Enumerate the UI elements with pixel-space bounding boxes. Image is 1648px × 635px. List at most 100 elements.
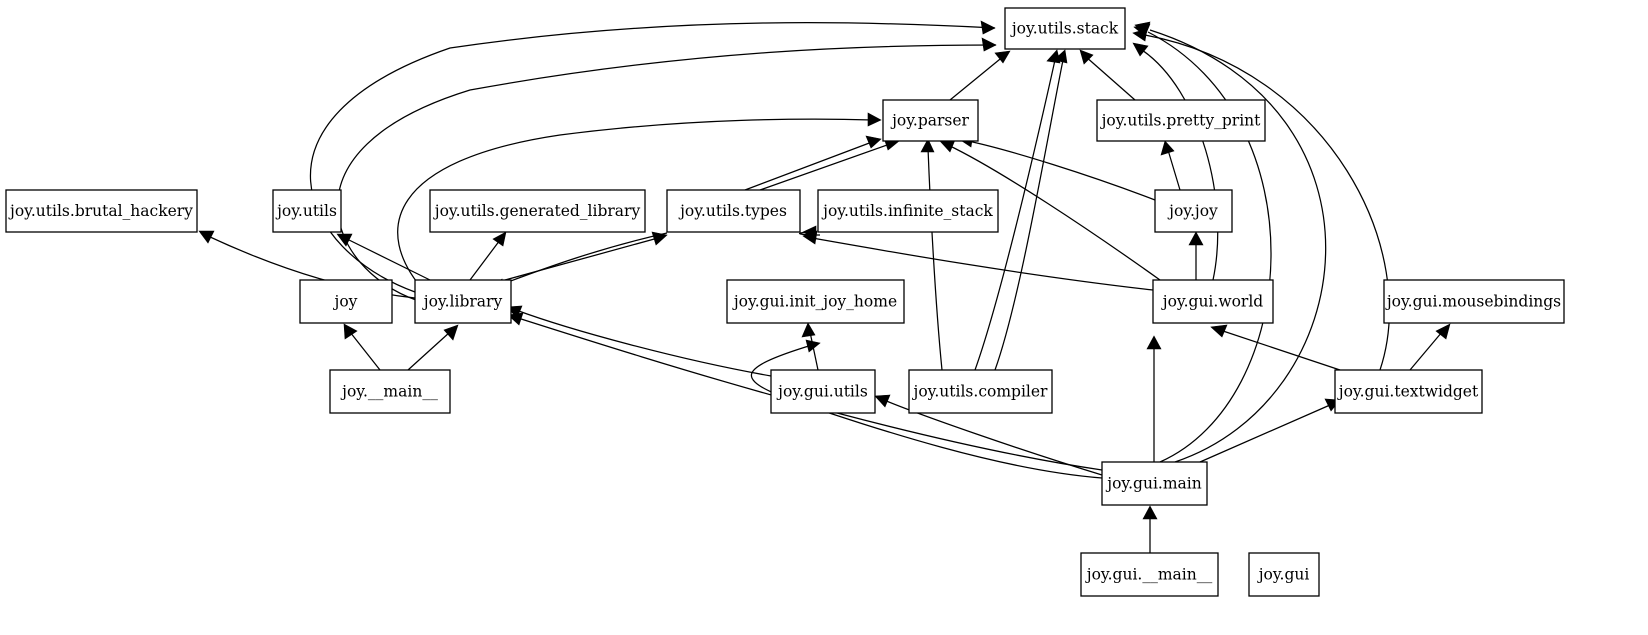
edge-line [344, 237, 431, 281]
arrowhead-icon [1134, 21, 1151, 35]
node-box[interactable] [5, 189, 198, 233]
graph-node-joy-gui-mousebindings[interactable]: joy.gui.mousebindings [1383, 279, 1565, 324]
arrowhead-icon [1435, 323, 1451, 340]
graph-node-joy-gui-world[interactable]: joy.gui.world [1152, 279, 1274, 324]
graph-node-joy-utils-types[interactable]: joy.utils.types [666, 189, 801, 233]
graph-edge [1199, 398, 1341, 463]
arrowhead-icon [1142, 505, 1158, 520]
node-box[interactable] [429, 189, 646, 233]
graph-node-joy-gui-main[interactable]: joy.gui.__main__ [1080, 552, 1219, 597]
node-box[interactable] [666, 189, 801, 233]
node-box[interactable] [1152, 279, 1274, 324]
arrowhead-icon [874, 394, 891, 408]
node-box[interactable] [1383, 279, 1565, 324]
edge-line [947, 144, 1161, 281]
graph-node-joy-utils-stack[interactable]: joy.utils.stack [1004, 7, 1126, 50]
edge-line [337, 44, 997, 301]
graph-edge [1142, 505, 1158, 553]
node-box[interactable] [908, 369, 1053, 414]
node-box[interactable] [329, 369, 451, 414]
node-box[interactable] [1080, 552, 1219, 597]
graph-node-joy-utils-pretty-print[interactable]: joy.utils.pretty_print [1096, 99, 1266, 142]
edge-line [469, 239, 501, 281]
node-box[interactable] [1248, 552, 1320, 597]
edge-line [1167, 149, 1181, 191]
edge-line [499, 232, 668, 286]
arrowhead-icon [994, 50, 1011, 64]
arrowhead-icon [1188, 231, 1204, 246]
arrowhead-icon [980, 20, 996, 35]
graph-edge [1146, 335, 1162, 462]
graph-edge [744, 135, 882, 191]
graph-node-joy-utils[interactable]: joy.utils [272, 189, 342, 233]
node-box[interactable] [1004, 7, 1126, 50]
graph-node-joy-joy[interactable]: joy.joy [1154, 189, 1233, 233]
graph-edge [1079, 49, 1136, 101]
nodes-layer: joy.utils.stack joy.parser joy.utils.prett… [5, 7, 1565, 597]
node-box[interactable] [1101, 461, 1208, 506]
arrowhead-icon [343, 323, 358, 340]
node-box[interactable] [1154, 189, 1233, 233]
graph-node-joy-gui[interactable]: joy.gui [1248, 552, 1320, 597]
arrowhead-icon [336, 233, 353, 247]
node-box[interactable] [770, 369, 876, 414]
arrowhead-icon [1210, 324, 1228, 338]
graph-node-joy-gui-textwidget[interactable]: joy.gui.textwidget [1334, 369, 1483, 414]
node-box[interactable] [272, 189, 342, 233]
node-box[interactable] [726, 279, 905, 324]
node-box[interactable] [817, 189, 999, 233]
graph-node-joy-utils-infinite-stack[interactable]: joy.utils.infinite_stack [817, 189, 999, 233]
arrowhead-icon [981, 37, 997, 52]
graph-edge [1188, 231, 1204, 280]
graph-node-joy-library[interactable]: joy.library [414, 279, 512, 324]
graph-node-joy-gui-main[interactable]: joy.gui.main [1101, 461, 1208, 506]
graph-node-joy-utils-compiler[interactable]: joy.utils.compiler [908, 369, 1053, 414]
graph-node-joy-gui-utils[interactable]: joy.gui.utils [770, 369, 876, 414]
edge-line [811, 237, 1154, 291]
node-box[interactable] [1334, 369, 1483, 414]
edge-line [949, 54, 1006, 101]
graph-edge [1160, 140, 1181, 191]
graph-edge [491, 232, 668, 292]
graph-edge [1210, 324, 1341, 371]
graph-node-joy-utils-generated-library[interactable]: joy.utils.generated_library [429, 189, 646, 233]
arrowhead-icon [1079, 49, 1094, 65]
node-box[interactable] [1096, 99, 1266, 142]
graph-node-joy-main[interactable]: joy.__main__ [329, 369, 451, 414]
graph-node-joy-parser[interactable]: joy.parser [882, 99, 979, 142]
edge-line [1409, 331, 1443, 371]
graph-node-joy-gui-init-joy-home[interactable]: joy.gui.init_joy_home [726, 279, 905, 324]
arrowhead-icon [920, 138, 935, 153]
edge-line [883, 399, 1103, 476]
graph-edge [336, 233, 431, 281]
arrowhead-icon [1053, 49, 1068, 64]
graph-node-joy-utils-brutal-hackery[interactable]: joy.utils.brutal_hackery [5, 189, 198, 233]
arrowhead-icon [443, 324, 459, 341]
edge-line [1149, 29, 1327, 463]
node-box[interactable] [299, 279, 393, 324]
graph-edge [397, 112, 882, 293]
edge-line [1147, 31, 1272, 463]
graph-node-joy[interactable]: joy [299, 279, 393, 324]
graph-edge [469, 231, 507, 281]
arrowhead-icon [1146, 335, 1162, 350]
graph-edge [920, 138, 943, 371]
graph-edge [801, 322, 819, 371]
arrowhead-icon [1160, 140, 1175, 156]
edge-line [744, 141, 873, 191]
node-box[interactable] [414, 279, 512, 324]
arrowhead-icon [865, 135, 882, 149]
arrowhead-icon [867, 112, 882, 127]
edge-line [809, 331, 819, 371]
node-box[interactable] [882, 99, 979, 142]
edge-line [397, 118, 874, 293]
edge-line [515, 309, 772, 377]
edge-line [994, 59, 1064, 371]
graph-edge [874, 394, 1103, 476]
arrowhead-icon [507, 312, 524, 326]
arrowhead-icon [1132, 42, 1149, 57]
edge-line [407, 331, 451, 371]
arrowhead-icon [801, 322, 816, 338]
